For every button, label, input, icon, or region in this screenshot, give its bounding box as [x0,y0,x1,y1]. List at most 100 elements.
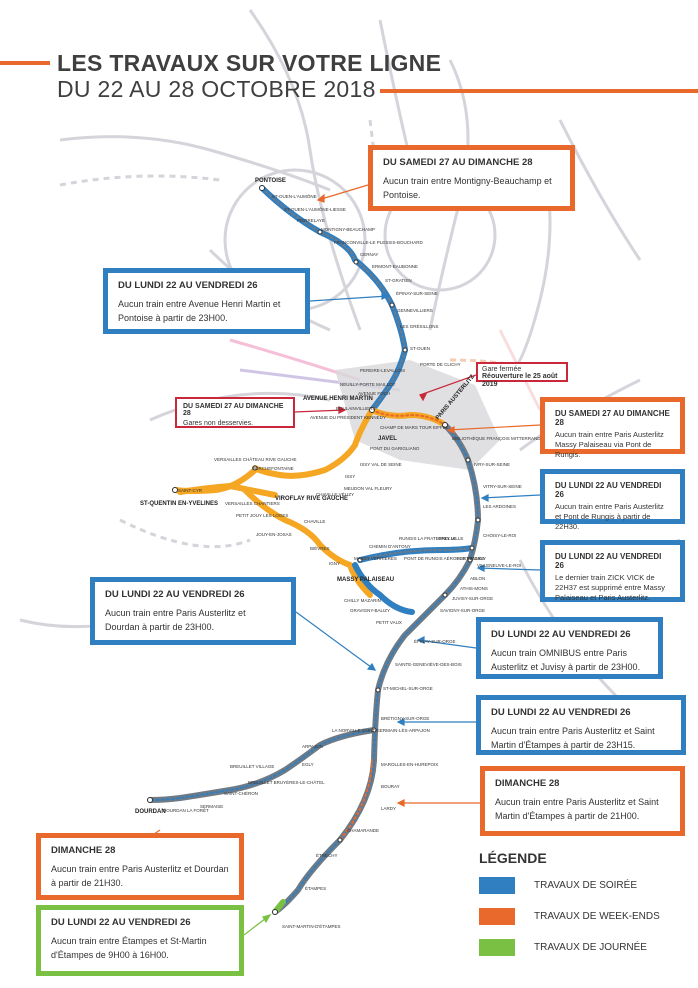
station-label: CHILLY MAZARIN [344,598,381,603]
station-label: ISSY [345,474,355,479]
notice-henri-martin-pontoise: DU LUNDI 22 AU VENDREDI 26 Aucun train e… [103,268,310,334]
notice-gares-non-desservies: DU SAMEDI 27 AU DIMANCHE 28 Gares non de… [175,397,295,428]
station-label: PORCHEFONTAINE [252,466,294,471]
station-label: MASSY VERRIÈRES [354,555,397,561]
notice-title: DU LUNDI 22 AU VENDREDI 26 [105,589,245,600]
station-label: SAINTE-GENEVIÈVE-DES-BOIS [395,661,462,667]
notice-text: Aucun train entre Paris Austerlitz et Sa… [491,726,655,750]
notice-austerlitz-dourdan-dimanche: DIMANCHE 28 Aucun train entre Paris Aust… [36,833,244,900]
notice-text: Aucun train entre Paris Austerlitz Massy… [555,430,664,459]
station-label: ERMONT-EAUBONNE [372,264,418,269]
station-label: PONT DU GARIGLIANO [370,446,420,451]
station-label: BIBLIOTHÈQUE FRANÇOIS MITTERRAND [452,435,541,441]
notice-title: DIMANCHE 28 [495,778,560,789]
station-st-quentin: ST-QUENTIN EN-YVELINES [140,501,218,507]
station-label: ST-GRATIEN [385,278,412,283]
notice-title: Gare fermée [482,366,522,373]
callout-arrows [137,184,541,936]
station-label: PETIT VAUX [376,620,402,625]
station-label: AVENUE FOCH [358,391,390,396]
notice-text: Aucun train entre Montigny-Beauchamp et … [383,176,552,200]
page-subtitle: DU 22 AU 28 OCTOBRE 2018 [57,76,376,102]
station-dourdan: DOURDAN [135,809,166,815]
station-label: VITRY-SUR-SEINE [483,484,522,489]
station-label: ABLON [470,576,485,581]
station-label: BREUILLET BRUYÈRES-LE-CHÂTEL [248,779,325,785]
station-henri-martin: AVENUE HENRI MARTIN [303,396,373,402]
station-label: GENNEVILLIERS [397,308,433,313]
notice-title: DU SAMEDI 27 AU DIMANCHE 28 [183,403,284,417]
station-viroflay: VIROFLAY RIVE GAUCHE [275,496,348,502]
station-label: PORTE DE CLICHY [420,362,461,367]
station-label: SAINT-CYR [178,488,203,493]
station-label: ÉPINAY-SUR-SEINE [396,290,438,296]
notice-austerlitz-pont-rungis: DU LUNDI 22 AU VENDREDI 26 Aucun train e… [540,469,685,531]
legend-swatch-journee [479,939,515,956]
station-label: ATHIS-MONS [460,586,488,591]
notice-montigny-pontoise: DU SAMEDI 27 AU DIMANCHE 28 Aucun train … [368,145,575,211]
station-label: CHAVILLE VÉLIZY [316,491,354,497]
legend-label-journee: TRAVAUX DE JOURNÉE [534,942,647,953]
notice-text: Aucun train entre Paris Austerlitz et Do… [51,864,229,888]
station-label: CHAMARANDE [347,828,379,833]
notice-title: DU LUNDI 22 AU VENDREDI 26 [555,552,662,570]
branch-st-quentin [177,482,278,498]
notice-text: Aucun train entre Étampes et St-Martin d… [51,936,207,960]
branch-massy-y [242,487,373,598]
notice-zick-vick: DU LUNDI 22 AU VENDREDI 26 Le dernier tr… [540,540,685,602]
legend-swatch-weekend [479,908,515,925]
page-title: LES TRAVAUX SUR VOTRE LIGNE [57,50,442,76]
station-label: BREUILLET VILLAGE [230,764,274,769]
legend-label-weekend: TRAVAUX DE WEEK-ENDS [534,911,660,922]
station-label: BOULAINVILLIERS [336,406,376,411]
station-label: SAINT-MARTIN-D'ÉTAMPES [282,923,340,929]
notice-title: DU LUNDI 22 AU VENDREDI 26 [51,917,191,928]
station-label: ST-OUEN-L'AUMÔNE [272,193,317,199]
station-label: LES GRÉSILLONS [400,323,439,329]
station-label: AVENUE DU PRÉSIDENT KENNEDY [310,414,386,420]
station-label: BOURAY [381,784,400,789]
station-label: ÉTAMPES [305,885,326,891]
station-pontoise: PONTOISE [255,178,286,184]
station-label: CHOISY-LE-ROI [483,533,516,538]
station-label: JOUY-EN-JOSAS [256,532,292,537]
notice-text: Aucun train OMNIBUS entre Paris Austerli… [491,648,641,672]
station-label: LARDY [381,806,396,811]
notice-text: Réouverture le 25 août 2019 [482,373,558,388]
station-label: LES SAULES [457,556,485,561]
station-label: CHAMP DE MARS TOUR EIFFEL [380,425,449,430]
station-label: MEUDON VAL FLEURY [344,486,392,491]
notice-text: Gares non desservies. [183,420,254,427]
station-massy-palaiseau: MASSY PALAISEAU [337,577,394,583]
station-labels: PONTOISE ST-OUEN-L'AUMÔNE ST-OUEN-L'AUMÔ… [135,178,541,929]
legend-title: LÉGENDE [479,850,547,866]
station-label: VERSAILLES CHANTIERS [225,501,280,506]
title-bar-left [0,61,50,65]
notice-title: DU SAMEDI 27 AU DIMANCHE 28 [383,157,533,168]
station-label: ST-OUEN [410,346,430,351]
station-label: VILLENEUVE-LE-ROI [477,563,521,568]
station-label: PIERRELAYE [297,218,325,223]
station-label: SERMAISE [200,804,223,809]
station-label: MONTIGNY-BEAUCHAMP [321,227,375,232]
notice-omnibus-juvisy: DU LUNDI 22 AU VENDREDI 26 Aucun train O… [476,617,663,679]
station-label: CHAVILLE [304,519,325,524]
station-label: SAVIGNY-SUR-ORGE [440,608,485,613]
station-label: ORLY VILLE [438,536,463,541]
station-label: DOURDAN LA FORÊT [163,806,209,813]
notice-title: DU LUNDI 22 AU VENDREDI 26 [491,629,631,640]
title-bar-right [380,89,698,93]
branch-versailles-rg [252,407,375,479]
notice-text: Le dernier train ZICK VICK de 22H37 est … [555,573,666,602]
notice-gare-fermee: Gare fermée Réouverture le 25 août 2019 [476,362,568,388]
station-label: FRANCONVILLE-LE PLESSIS-BOUCHARD [334,240,424,245]
station-label: PONT DE RUNGIS AÉROPORT D'ORLY [404,555,486,561]
notice-title: DU LUNDI 22 AU VENDREDI 26 [118,280,258,291]
notice-austerlitz-st-martin-dimanche: DIMANCHE 28 Aucun train entre Paris Aust… [480,766,685,836]
station-label: PEREIRE-LEVALLOIS [360,368,405,373]
station-label: ISSY VAL DE SEINE [360,462,402,467]
notice-text: Aucun train entre Paris Austerlitz et Sa… [495,797,659,821]
station-dots [147,185,481,915]
notice-austerlitz-massy-rungis: DU SAMEDI 27 AU DIMANCHE 28 Aucun train … [540,397,685,459]
notice-etampes-st-martin-journee: DU LUNDI 22 AU VENDREDI 26 Aucun train e… [36,905,244,976]
